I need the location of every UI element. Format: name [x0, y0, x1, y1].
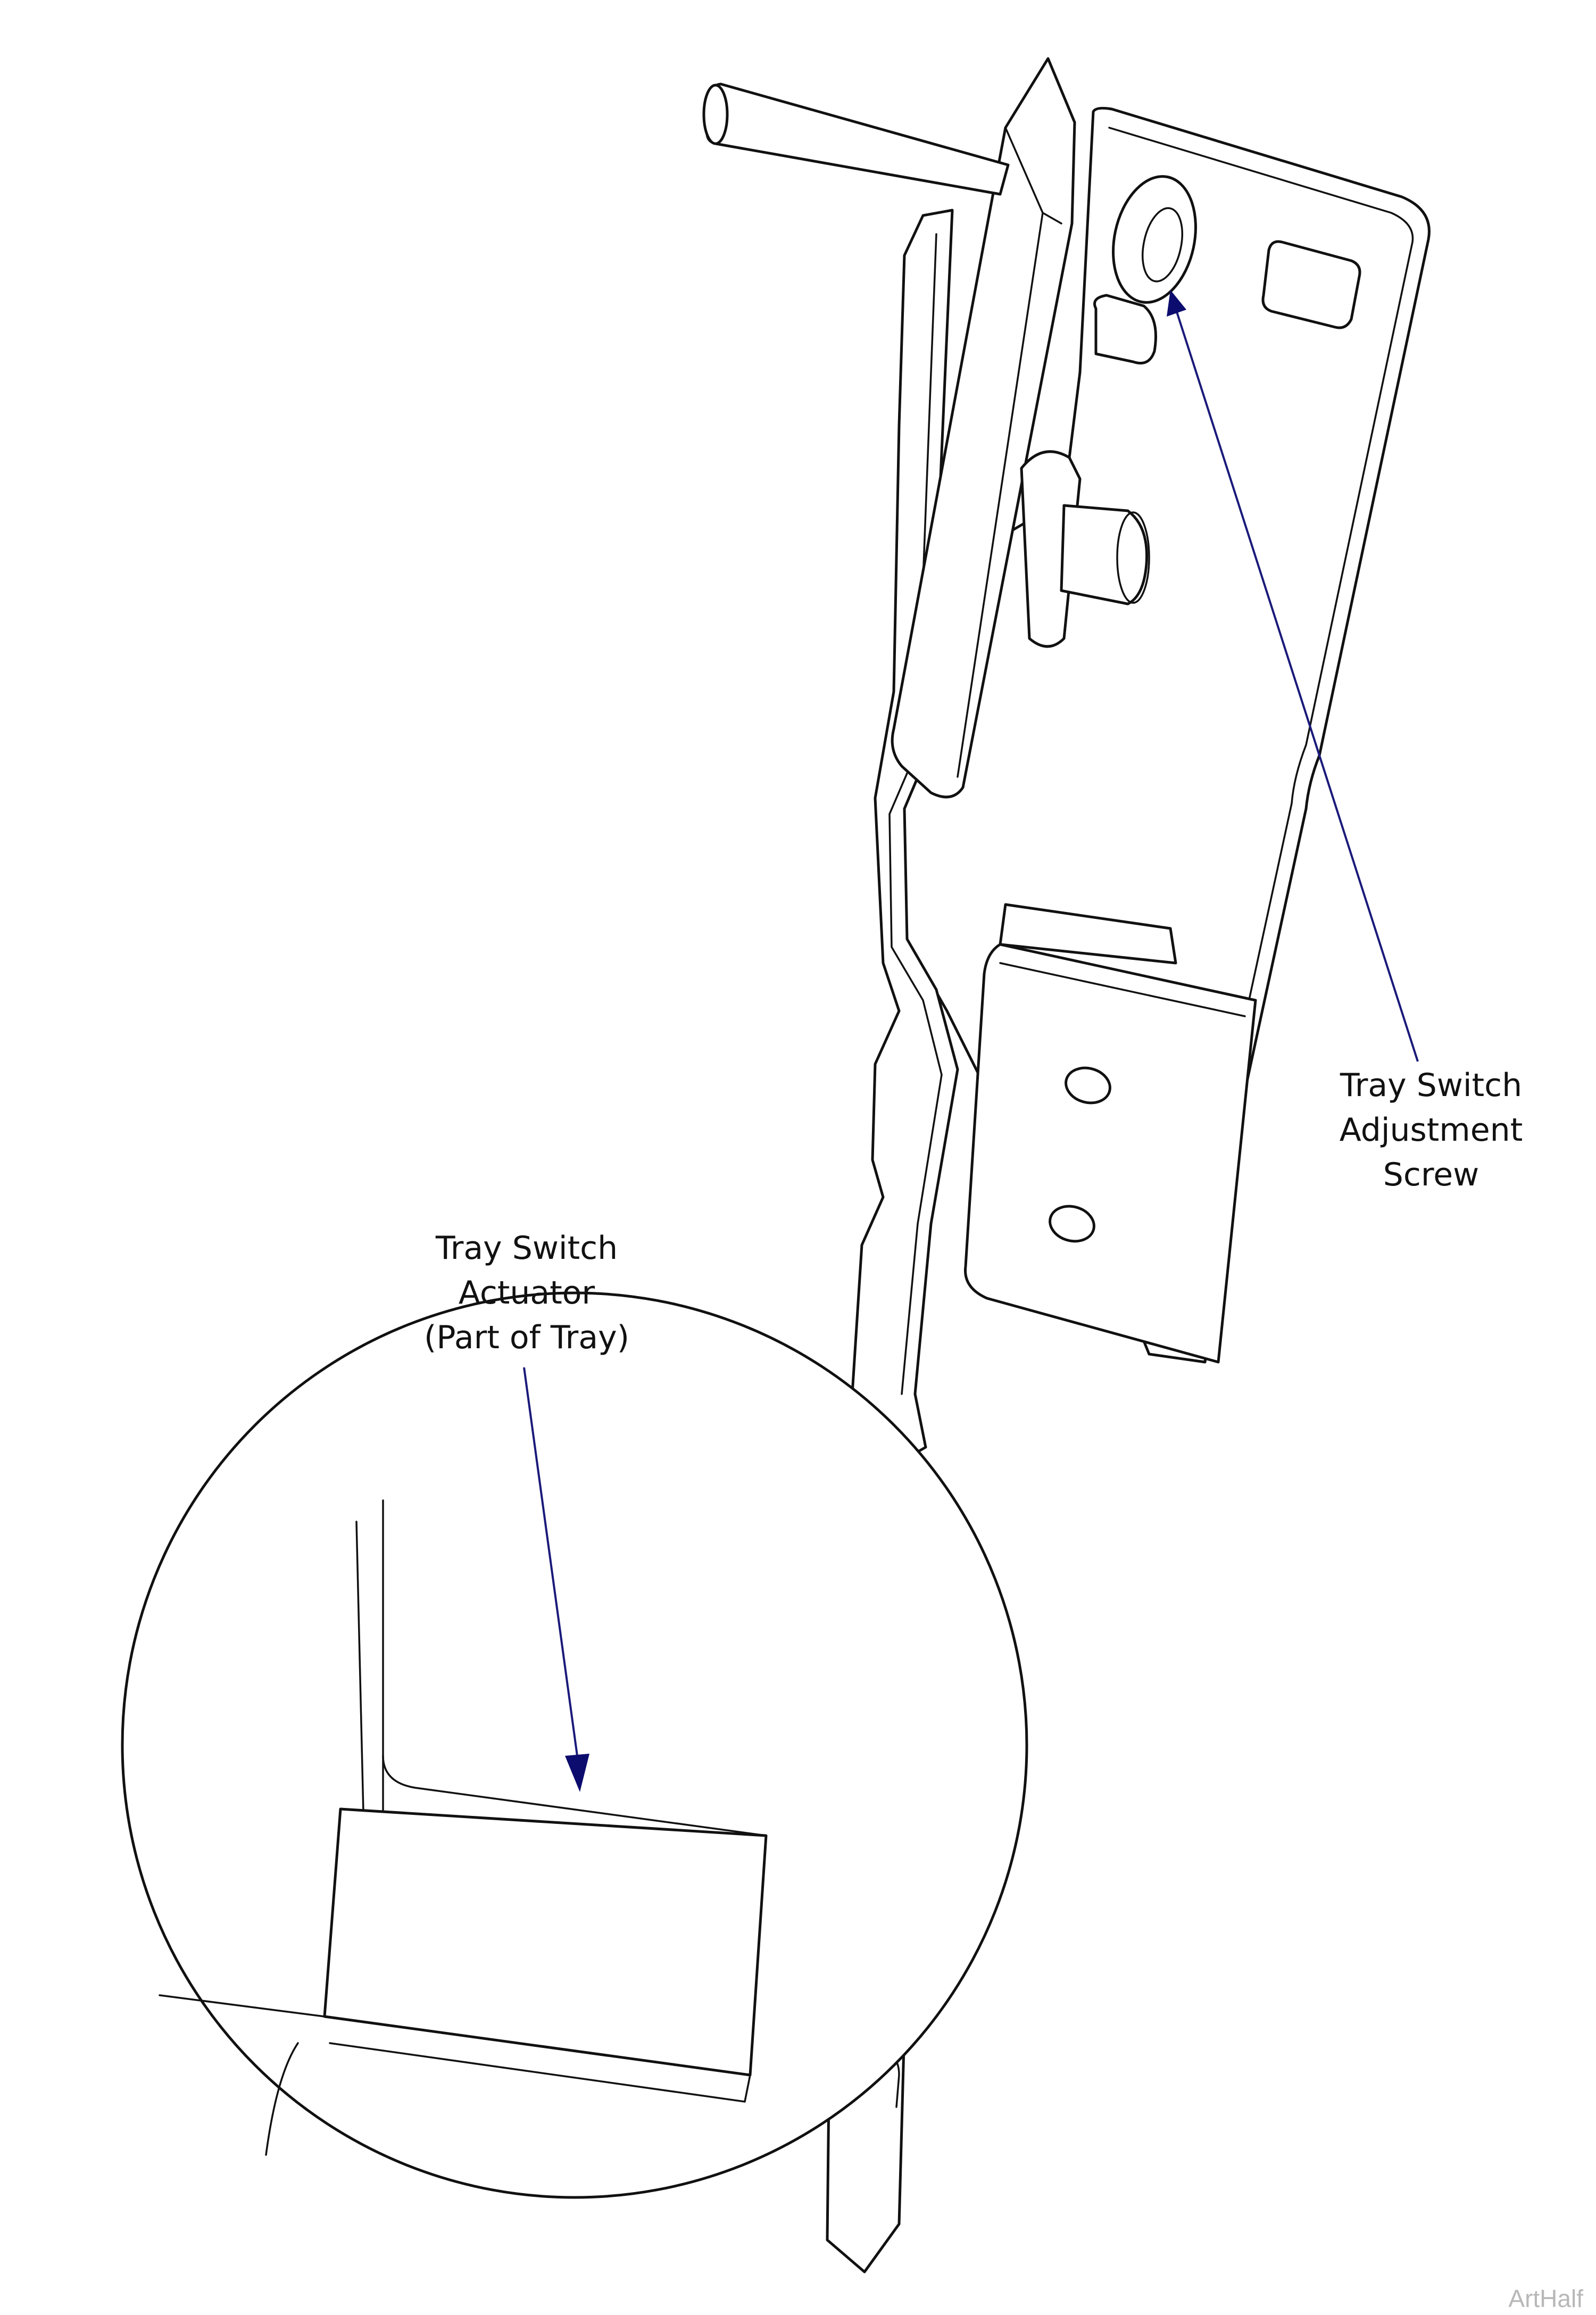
screw-shaft: [1093, 294, 1157, 364]
callout-screw-line2: Adjustment: [1339, 1111, 1523, 1149]
callout-screw-line1: Tray Switch: [1340, 1067, 1523, 1104]
adjustment-screw-head: [1112, 175, 1197, 304]
watermark: ArtHalf: [1508, 2285, 1583, 2312]
callout-actuator-line1: Tray Switch: [435, 1230, 618, 1267]
callout-actuator-line3: (Part of Tray): [423, 1319, 629, 1356]
switch-hole-lower: [1049, 1205, 1095, 1243]
leader-actuator: [523, 1367, 578, 1756]
callout-tray-switch-adjustment-screw: Tray Switch Adjustment Screw: [1282, 1063, 1580, 1197]
bracket-slot: [1261, 240, 1361, 329]
callout-actuator-line2: Actuator: [458, 1274, 595, 1312]
pivot-stud-end: [1116, 511, 1150, 604]
pivot-stud: [1060, 504, 1149, 605]
detail-magnifier-circle: [121, 1291, 1028, 2199]
switch-hole-upper: [1065, 1066, 1111, 1105]
top-pin: [705, 82, 1010, 196]
callout-tray-switch-actuator: Tray Switch Actuator (Part of Tray): [378, 1226, 676, 1360]
callout-screw-line3: Screw: [1383, 1156, 1479, 1193]
arrowhead-screw: [1167, 290, 1186, 317]
switch-body: [964, 943, 1257, 1364]
arrowhead-actuator: [565, 1754, 589, 1792]
adjustment-screw-slot: [1142, 207, 1183, 283]
front-arm: [891, 57, 1076, 799]
detail-view: [159, 1499, 768, 2156]
switch-body-top: [999, 903, 1177, 965]
switch-body-edge: [999, 962, 1246, 1017]
top-pin-end: [702, 84, 729, 145]
pivot-nut: [1020, 450, 1082, 648]
bracket-inner-edge: [1108, 127, 1414, 1118]
leader-screw: [1175, 308, 1419, 1062]
front-arm-face: [957, 127, 1062, 778]
